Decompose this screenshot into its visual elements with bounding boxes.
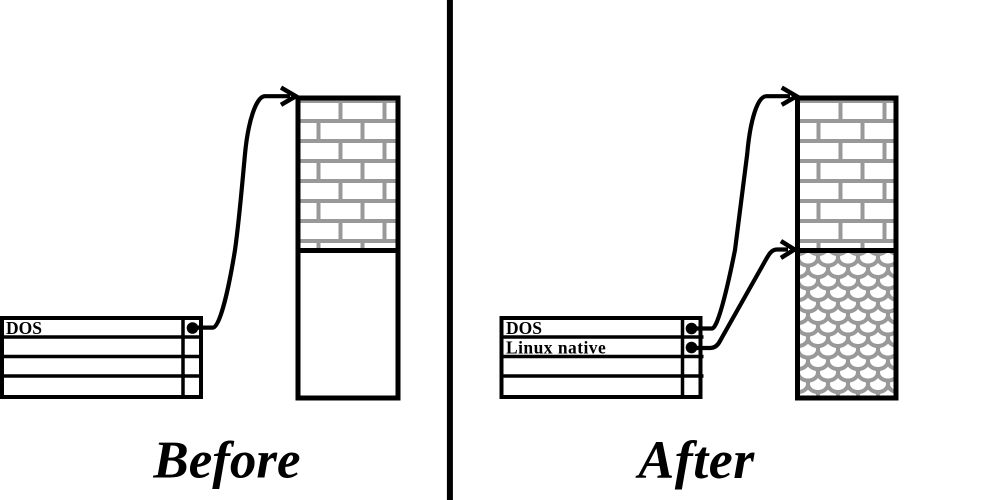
svg-text:Before: Before — [152, 432, 300, 490]
svg-text:After: After — [635, 430, 755, 490]
svg-text:DOS: DOS — [506, 318, 542, 338]
svg-text:Linux native: Linux native — [506, 338, 606, 358]
svg-text:DOS: DOS — [6, 318, 42, 338]
